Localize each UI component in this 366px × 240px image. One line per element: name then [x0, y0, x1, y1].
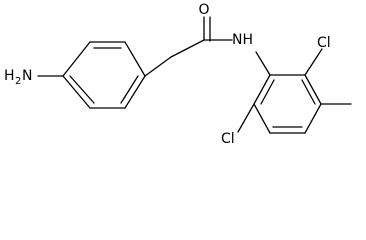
aminophenyl-ring-bond-1	[62, 41, 91, 77]
aminophenyl-ring	[37, 41, 146, 109]
upper-chlorine-label: Cl	[317, 35, 331, 51]
aminophenyl-ring-bond-4	[124, 75, 146, 109]
aminophenyl-ring-bond-3	[124, 41, 146, 77]
substituted-ring-inner-double-3	[260, 79, 275, 105]
dichloromethylphenyl-ring: Cl Cl	[221, 35, 352, 147]
aminophenyl-ring-inner-double-2	[120, 75, 139, 104]
bond-amide-n-ring	[255, 51, 271, 76]
amine-h-count-label: 2	[15, 76, 21, 87]
substituted-ring-bond-5	[253, 103, 271, 134]
substituted-ring-bond-2	[304, 74, 322, 105]
bond-ch2-carbonyl-carbon	[170, 39, 205, 58]
amide-nh-label: NH	[232, 32, 253, 48]
amine-h-label: H	[4, 68, 15, 84]
acetamide-linker: O NH	[144, 2, 253, 77]
substituted-ring-bond-3	[304, 103, 322, 134]
amine-n-label: N	[22, 68, 32, 84]
substituted-ring-bond-6	[253, 74, 271, 105]
aminophenyl-ring-bond-6	[62, 75, 91, 109]
carbonyl-oxygen-label: O	[198, 2, 209, 18]
bond-upper-chlorine	[304, 48, 323, 76]
bond-ring-ch2	[144, 56, 172, 77]
aminophenyl-ring-inner-double-3	[69, 75, 95, 104]
chemical-structure-diagram: H 2 N O NH Cl	[4, 2, 352, 147]
lower-chlorine-label: Cl	[221, 131, 235, 147]
substituted-ring-inner-double-1	[301, 79, 316, 105]
bond-lower-chlorine	[237, 103, 255, 133]
